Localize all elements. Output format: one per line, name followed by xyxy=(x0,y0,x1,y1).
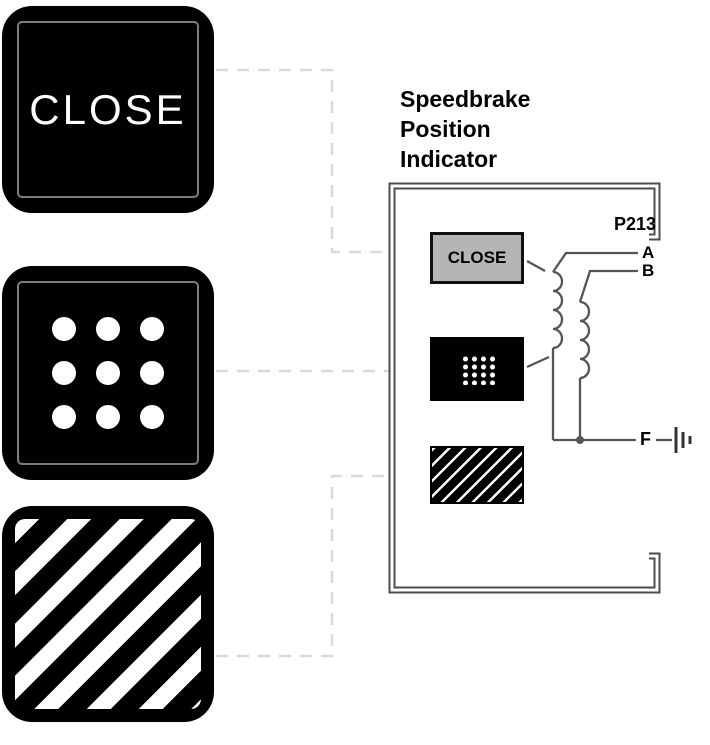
wire-pin-a xyxy=(552,251,638,273)
indicator-face-outline xyxy=(17,21,199,198)
schematic-case-border-gap xyxy=(390,184,659,592)
title-line-2: Position xyxy=(400,116,491,142)
dot xyxy=(140,317,164,341)
wire-pin-b xyxy=(578,269,638,303)
dashed-connector-close xyxy=(216,68,390,254)
indicator-face-outline xyxy=(17,281,199,465)
coil-left-icon xyxy=(552,270,564,350)
dot xyxy=(140,361,164,385)
connector-label: P213 xyxy=(614,214,657,234)
ground-icon xyxy=(674,427,692,453)
dot xyxy=(52,405,76,429)
schematic-dots-flag xyxy=(430,337,524,401)
dot xyxy=(96,317,120,341)
indicator-face-dots xyxy=(2,266,214,480)
coil-right-icon xyxy=(579,300,591,380)
pin-b-label: B xyxy=(642,261,655,280)
dot xyxy=(52,361,76,385)
schematic-title: Speedbrake Position Indicator xyxy=(400,84,530,174)
pin-f-label: F xyxy=(640,429,651,449)
wire-close-box xyxy=(526,259,546,273)
title-line-1: Speedbrake xyxy=(400,86,531,112)
indicator-close-label: CLOSE xyxy=(29,85,187,133)
dot xyxy=(52,317,76,341)
schematic-close-flag-label: CLOSE xyxy=(447,248,507,267)
dot xyxy=(140,405,164,429)
schematic-stripes-flag xyxy=(430,446,524,504)
indicator-face-stripes xyxy=(2,506,214,722)
dots-pattern-icon xyxy=(458,353,496,385)
diagonal-stripes-icon xyxy=(15,519,201,709)
indicator-face-close: CLOSE xyxy=(2,6,214,213)
junction-dot xyxy=(576,436,584,444)
dot xyxy=(96,405,120,429)
dot xyxy=(96,361,120,385)
wire-dots-box xyxy=(526,355,550,369)
dots-pattern-icon xyxy=(2,266,214,480)
dashed-connector-stripes xyxy=(216,474,390,658)
schematic-close-flag: CLOSE xyxy=(430,232,524,284)
title-line-3: Indicator xyxy=(400,146,498,172)
pin-a-label: A xyxy=(642,243,655,262)
